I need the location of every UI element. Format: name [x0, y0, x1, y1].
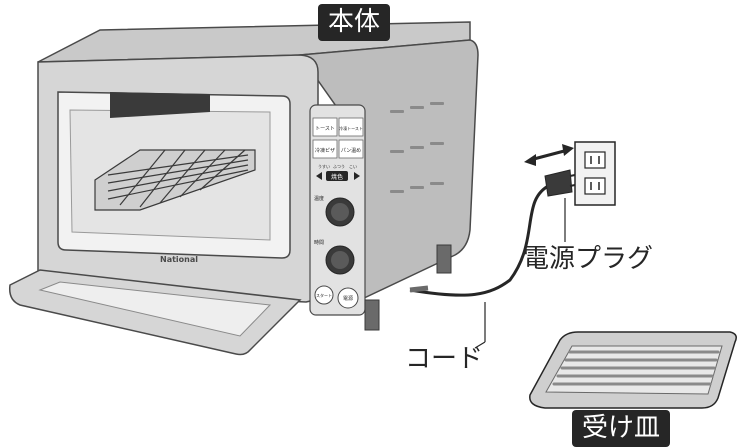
frozen-pizza-button[interactable] [312, 139, 338, 159]
plug-label: 電源プラグ [523, 244, 654, 274]
frozen-toast-label: 冷凍トースト [339, 125, 363, 131]
start-label: スタート [316, 292, 332, 298]
tray-label: 受け皿 [572, 410, 671, 447]
control-panel: トースト 冷凍トースト 冷凍ピザ パン温め うすい ふつう こい 焼色 温度 時… [309, 104, 366, 316]
left-arrow-icon[interactable] [316, 172, 322, 180]
bread-warm-label: パン温め [341, 147, 361, 154]
cord-label: コード [405, 344, 484, 374]
bake-color-button[interactable] [326, 171, 348, 181]
power-cord [409, 183, 551, 297]
bake-color-label: 焼色 [331, 173, 343, 181]
brand-logo: National [160, 255, 198, 264]
time-dial-label: 時間 [314, 240, 324, 246]
mode-std-label: ふつう [333, 163, 345, 169]
insert-arrow-icon [524, 144, 574, 166]
bread-warm-button[interactable] [338, 139, 364, 159]
toaster-oven: National トースト 冷凍トースト 冷凍ピザ パン温め うすい ふつう こ… [8, 21, 479, 356]
mode-light-label: うすい [318, 163, 330, 169]
frozen-toast-button[interactable] [338, 117, 364, 137]
toast-label: トースト [315, 126, 335, 132]
start-button[interactable] [314, 285, 334, 305]
mode-dark-label: こい [349, 164, 357, 169]
toast-button[interactable] [312, 117, 338, 137]
wall-outlet-icon [574, 141, 616, 206]
power-label: 電源 [343, 295, 353, 302]
temp-dial-label: 温度 [314, 195, 324, 202]
body-label: 本体 [318, 4, 391, 41]
right-arrow-icon[interactable] [354, 172, 360, 180]
frozen-pizza-label: 冷凍ピザ [315, 147, 335, 154]
drip-tray [529, 331, 737, 409]
power-button[interactable] [337, 287, 359, 309]
